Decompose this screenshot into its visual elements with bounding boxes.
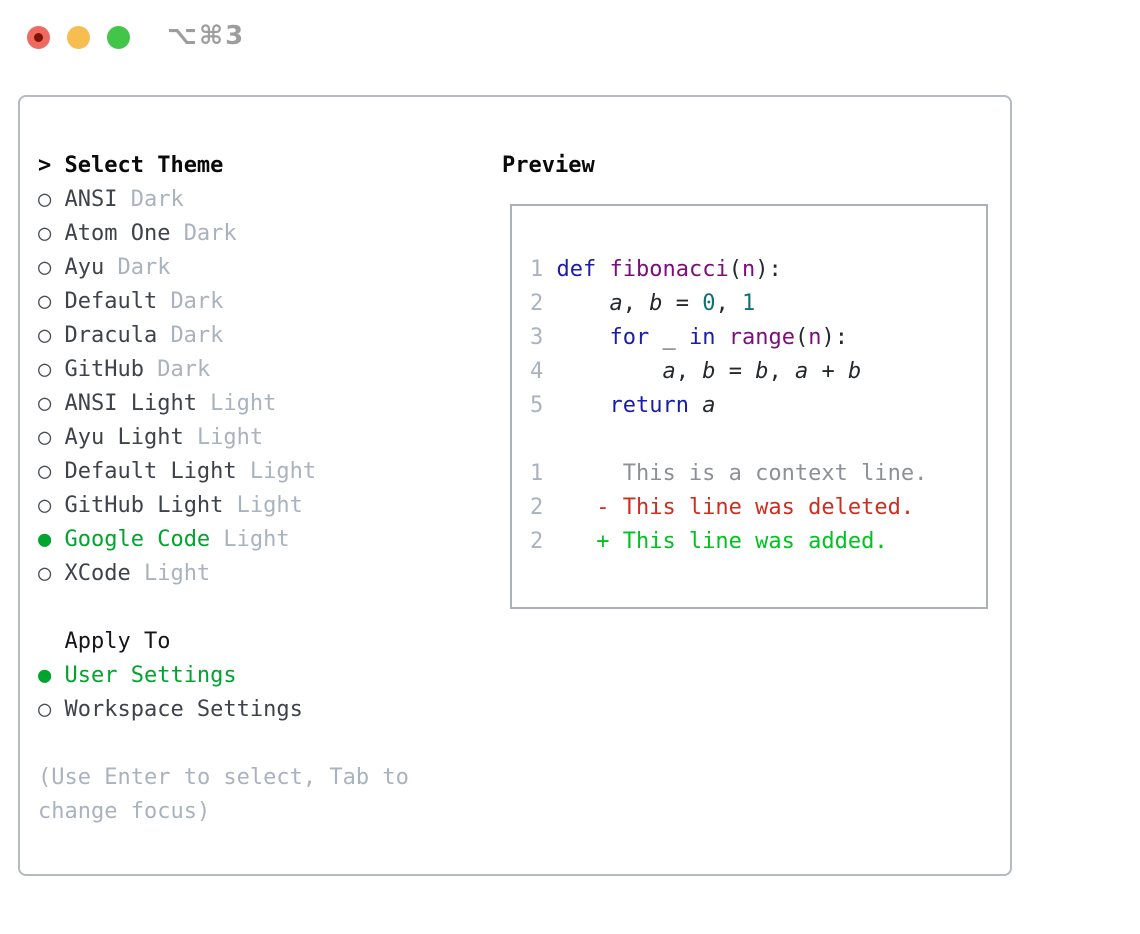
theme-option-ansi[interactable]: ○ ANSI Dark — [38, 183, 409, 217]
theme-option-github-light[interactable]: ○ GitHub Light Light — [38, 489, 409, 523]
theme-variant: Light — [249, 459, 317, 484]
line-number: 4 — [530, 359, 544, 384]
radio-icon: ○ — [38, 357, 52, 382]
preview-line: 5 return a — [530, 389, 986, 423]
theme-variant: Light — [210, 391, 277, 416]
line-number: 2 — [530, 495, 544, 520]
theme-name: ANSI — [64, 187, 118, 212]
theme-option-xcode[interactable]: ○ XCode Light — [38, 557, 409, 591]
select-theme-header: > Select Theme — [38, 149, 409, 183]
theme-option-dracula[interactable]: ○ Dracula Dark — [38, 319, 409, 353]
theme-option-atom-one[interactable]: ○ Atom One Dark — [38, 217, 409, 251]
apply-to-options: ● User Settings ○ Workspace Settings — [38, 659, 409, 727]
close-dot-icon — [34, 33, 43, 42]
line-number: 3 — [530, 325, 544, 350]
radio-icon: ○ — [38, 255, 52, 280]
theme-name: Ayu Light — [64, 425, 184, 450]
theme-name: Ayu — [64, 255, 105, 280]
apply-to-header: Apply To — [38, 625, 409, 659]
preview-line — [530, 423, 986, 457]
theme-variant: Dark — [130, 187, 184, 212]
radio-selected-icon: ● — [38, 663, 52, 688]
select-theme-header-label: Select Theme — [64, 153, 224, 178]
theme-name: Dracula — [64, 323, 158, 348]
radio-icon: ○ — [38, 289, 52, 314]
window-titlebar: ⌥⌘3 — [0, 0, 1140, 72]
preview-line: 1 This is a context line. — [530, 457, 986, 491]
help-text-line-2: change focus) — [38, 799, 211, 824]
theme-variant: Dark — [170, 323, 224, 348]
theme-variant: Light — [143, 561, 211, 586]
radio-icon: ○ — [38, 459, 52, 484]
preview-line: 2 + This line was added. — [530, 525, 986, 559]
apply-to-label: Apply To — [64, 629, 171, 654]
minimize-button[interactable] — [67, 26, 90, 49]
radio-icon: ○ — [38, 697, 52, 722]
radio-icon: ○ — [38, 323, 52, 348]
preview-line: 3 for _ in range(n): — [530, 321, 986, 355]
preview-line: 2 - This line was deleted. — [530, 491, 986, 525]
apply-option-label: Workspace Settings — [64, 697, 303, 722]
apply-option-user-settings[interactable]: ● User Settings — [38, 659, 409, 693]
line-number: 2 — [530, 291, 544, 316]
theme-variant: Dark — [183, 221, 237, 246]
focus-caret-icon: > — [38, 153, 52, 178]
theme-option-github[interactable]: ○ GitHub Dark — [38, 353, 409, 387]
theme-variant: Light — [223, 527, 290, 552]
theme-name: XCode — [64, 561, 131, 586]
theme-name: ANSI Light — [64, 391, 197, 416]
theme-name: Google Code — [64, 527, 211, 552]
radio-icon: ○ — [38, 425, 52, 450]
theme-name: Default — [64, 289, 158, 314]
line-number: 5 — [530, 393, 544, 418]
theme-variant: Dark — [157, 357, 211, 382]
theme-name: Default Light — [64, 459, 237, 484]
theme-option-google-code[interactable]: ● Google Code Light — [38, 523, 409, 557]
theme-option-default[interactable]: ○ Default Dark — [38, 285, 409, 319]
radio-icon: ○ — [38, 391, 52, 416]
radio-selected-icon: ● — [38, 527, 52, 552]
help-text-line-1: (Use Enter to select, Tab to — [38, 765, 409, 790]
radio-icon: ○ — [38, 221, 52, 246]
apply-option-workspace-settings[interactable]: ○ Workspace Settings — [38, 693, 409, 727]
theme-variant: Dark — [117, 255, 171, 280]
zoom-button[interactable] — [107, 26, 130, 49]
close-button[interactable] — [27, 26, 50, 49]
preview-line: 4 a, b = b, a + b — [530, 355, 986, 389]
theme-option-ayu-light[interactable]: ○ Ayu Light Light — [38, 421, 409, 455]
theme-variant: Dark — [170, 289, 224, 314]
preview-header: Preview — [502, 153, 595, 178]
theme-name: GitHub — [64, 357, 144, 382]
theme-option-default-light[interactable]: ○ Default Light Light — [38, 455, 409, 489]
theme-option-ayu[interactable]: ○ Ayu Dark — [38, 251, 409, 285]
line-number: 2 — [530, 529, 544, 554]
line-number: 1 — [530, 461, 544, 486]
theme-option-ansi-light[interactable]: ○ ANSI Light Light — [38, 387, 409, 421]
theme-variant: Light — [196, 425, 264, 450]
window-title: ⌥⌘3 — [167, 21, 246, 51]
radio-icon: ○ — [38, 561, 52, 586]
theme-variant: Light — [236, 493, 303, 518]
apply-option-label: User Settings — [64, 663, 237, 688]
radio-icon: ○ — [38, 187, 52, 212]
theme-name: Atom One — [64, 221, 171, 246]
radio-icon: ○ — [38, 493, 52, 518]
theme-name: GitHub Light — [64, 493, 224, 518]
line-number: 1 — [530, 257, 544, 282]
preview-line: 2 a, b = 0, 1 — [530, 287, 986, 321]
